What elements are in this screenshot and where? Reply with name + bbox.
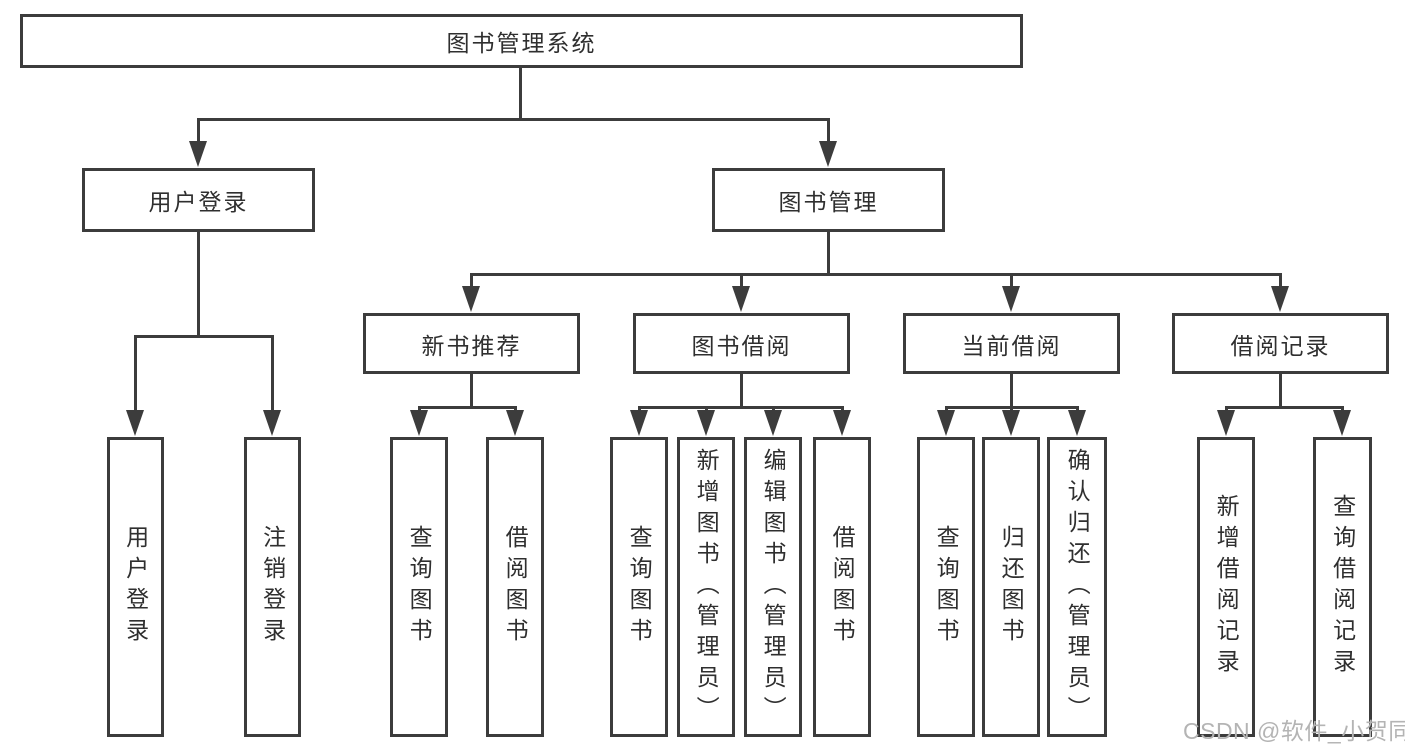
node-new-book-recommend: 新书推荐 [363,313,580,374]
connector-line [739,374,743,409]
connector-line [133,334,274,338]
leaf-cb-confirm-return-admin: 确认归还（管理员） [1047,437,1107,737]
connector-line [1009,274,1013,289]
leaf-br-add-record-label: 新增借阅记录 [1213,494,1240,680]
connector-line [196,117,830,121]
connector-line [739,274,743,289]
leaf-cb-query-books: 查询图书 [917,437,975,737]
connector-line [417,405,517,409]
arrowhead-icon [630,410,648,436]
connector-line [469,274,473,289]
connector-line [1278,274,1282,289]
connector-line [637,405,844,409]
leaf-bb-query-books-label: 查询图书 [626,525,653,649]
node-current-borrow-label: 当前借阅 [961,332,1062,359]
connector-line [1009,374,1013,409]
arrowhead-icon [506,410,524,436]
node-borrow-records: 借阅记录 [1172,313,1389,374]
arrowhead-icon [732,286,750,312]
node-root: 图书管理系统 [20,14,1023,68]
leaf-br-query-record-label: 查询借阅记录 [1329,494,1356,680]
arrowhead-icon [263,410,281,436]
arrowhead-icon [1002,410,1020,436]
leaf-bb-edit-books-admin: 编辑图书（管理员） [744,437,802,737]
node-root-label: 图书管理系统 [446,30,597,56]
arrowhead-icon [697,410,715,436]
arrowhead-icon [126,410,144,436]
leaf-bb-borrow-books-label: 借阅图书 [829,525,856,649]
leaf-bb-edit-books-admin-label: 编辑图书（管理员） [760,447,787,727]
arrowhead-icon [1217,410,1235,436]
connector-line [469,272,1282,276]
arrowhead-icon [1068,410,1086,436]
node-user-login: 用户登录 [82,168,315,232]
connector-line [1224,405,1344,409]
leaf-nbr-query-books: 查询图书 [390,437,448,737]
leaf-bb-add-books-admin-label: 新增图书（管理员） [693,447,720,727]
leaf-bb-query-books: 查询图书 [610,437,668,737]
connector-line [826,232,830,276]
connector-line [469,374,473,409]
arrowhead-icon [189,141,207,167]
arrowhead-icon [410,410,428,436]
node-borrow-records-label: 借阅记录 [1230,332,1331,359]
node-new-book-recommend-label: 新书推荐 [421,332,522,359]
node-book-borrow: 图书借阅 [633,313,850,374]
leaf-nbr-borrow-books-label: 借阅图书 [502,525,529,649]
arrowhead-icon [937,410,955,436]
connector-line [196,232,200,338]
leaf-br-add-record: 新增借阅记录 [1197,437,1255,737]
arrowhead-icon [1271,286,1289,312]
arrowhead-icon [1333,410,1351,436]
leaf-cb-return-books: 归还图书 [982,437,1040,737]
connector-line [270,336,274,413]
leaf-user-login: 用户登录 [107,437,164,737]
leaf-bb-add-books-admin: 新增图书（管理员） [677,437,735,737]
arrowhead-icon [819,141,837,167]
node-book-management: 图书管理 [712,168,945,232]
arrowhead-icon [833,410,851,436]
connector-line [196,119,200,144]
leaf-nbr-borrow-books: 借阅图书 [486,437,544,737]
leaf-cb-return-books-label: 归还图书 [998,525,1025,649]
connector-line [826,119,830,144]
connector-line [133,336,137,413]
connector-line [518,67,522,121]
leaf-cb-query-books-label: 查询图书 [933,525,960,649]
leaf-br-query-record: 查询借阅记录 [1313,437,1372,737]
arrowhead-icon [1002,286,1020,312]
node-user-login-label: 用户登录 [148,189,249,215]
leaf-user-login-label: 用户登录 [122,525,149,649]
watermark: CSDN @软件_小贺同学 [1183,718,1405,744]
arrowhead-icon [764,410,782,436]
leaf-cb-confirm-return-admin-label: 确认归还（管理员） [1064,447,1091,727]
arrowhead-icon [462,286,480,312]
node-book-borrow-label: 图书借阅 [691,332,792,359]
node-book-management-label: 图书管理 [778,189,879,215]
leaf-bb-borrow-books: 借阅图书 [813,437,871,737]
leaf-nbr-query-books-label: 查询图书 [406,525,433,649]
leaf-logout-label: 注销登录 [259,525,286,649]
node-current-borrow: 当前借阅 [903,313,1120,374]
leaf-logout: 注销登录 [244,437,301,737]
connector-line [1278,374,1282,409]
